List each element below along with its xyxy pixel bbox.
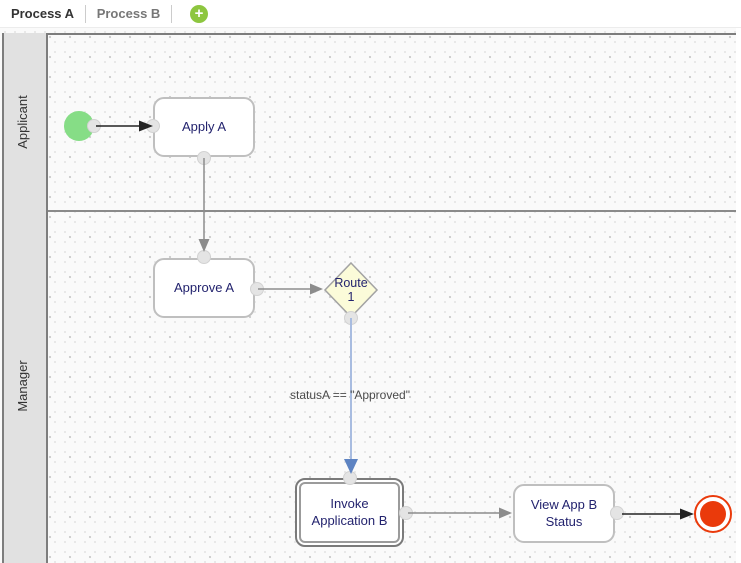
tab-process-a[interactable]: Process A [10, 6, 75, 21]
lane-header-strip[interactable] [2, 33, 48, 563]
task-apply-a[interactable]: Apply A [153, 97, 255, 157]
add-process-button[interactable]: + [190, 4, 208, 23]
process-tabbar: Process A Process B + [0, 0, 741, 28]
task-approve-a[interactable]: Approve A [153, 258, 255, 318]
tab-divider [85, 4, 86, 23]
task-view-app-b-status[interactable]: View App B Status [513, 484, 615, 543]
lane-divider [2, 210, 736, 212]
flow-condition-label: statusA == "Approved" [290, 388, 410, 402]
tab-process-b[interactable]: Process B [96, 6, 161, 21]
gateway-route-1-label: Route 1 [334, 276, 368, 305]
task-invoke-application-b[interactable]: Invoke Application B [295, 478, 404, 547]
lane-label-applicant[interactable]: Applicant [15, 95, 30, 149]
diagram-canvas[interactable] [0, 27, 736, 563]
canvas-right-margin [736, 27, 741, 563]
plus-icon: + [194, 4, 204, 22]
lane-label-manager[interactable]: Manager [15, 360, 30, 412]
pool-top-border [2, 33, 736, 35]
tab-divider [171, 4, 172, 23]
task-invoke-application-b-label: Invoke Application B [299, 482, 400, 543]
